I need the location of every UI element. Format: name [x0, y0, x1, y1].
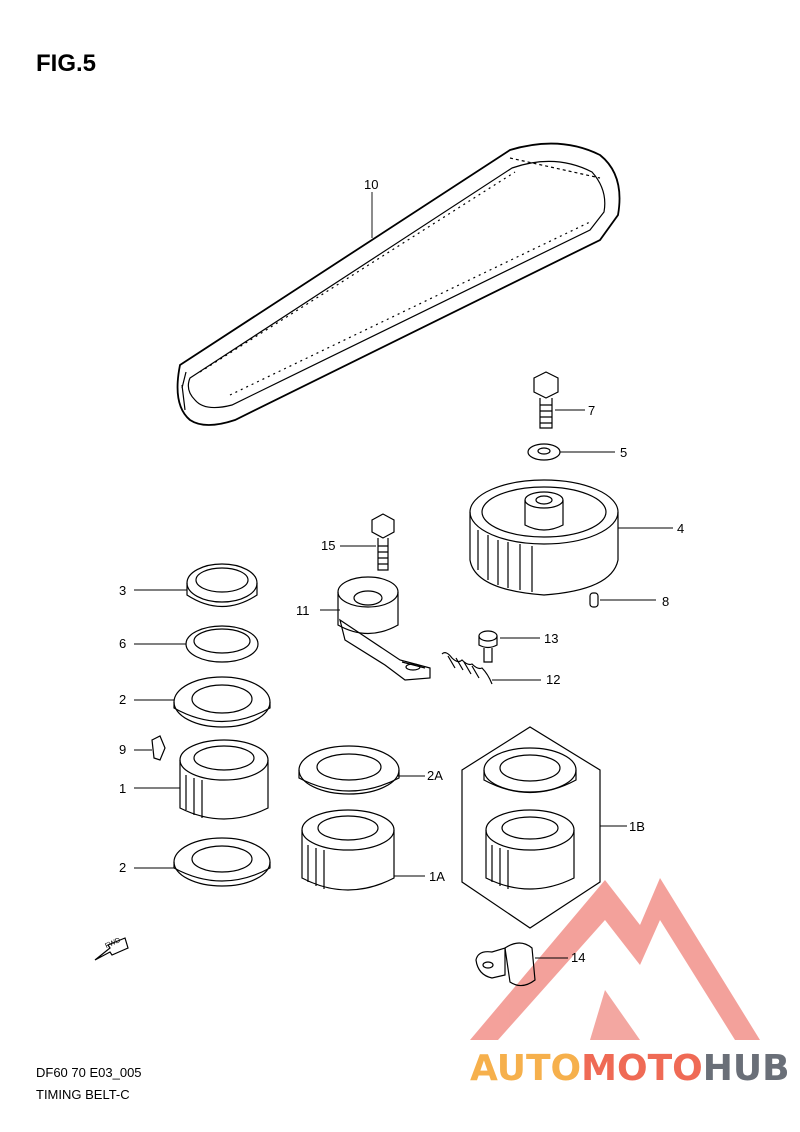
timing-belt-drawing	[176, 142, 621, 426]
part-label: 1A	[429, 869, 445, 884]
part-label: 13	[544, 631, 559, 646]
part-label: 1	[119, 781, 127, 796]
leader-lines	[134, 192, 673, 959]
key-9-drawing	[151, 735, 166, 761]
bolt-15-drawing	[371, 513, 395, 571]
clamp-14-drawing	[475, 942, 536, 987]
sprocket-1a-drawing	[301, 809, 395, 891]
plate-2-lower-drawing	[173, 837, 271, 887]
washer-5-drawing	[527, 443, 561, 461]
part-label: 2	[119, 860, 127, 875]
tensioner-11-drawing	[337, 576, 431, 681]
part-label: 15	[321, 538, 336, 553]
sprocket-assembly-1b-drawing	[461, 726, 601, 929]
diagram-name: TIMING BELT-C	[36, 1087, 130, 1102]
bolt-7-drawing	[533, 371, 559, 429]
part-label: 4	[677, 521, 685, 536]
watermark-text: AUTOMOTOHUB	[470, 1048, 790, 1089]
washer-6-drawing	[185, 625, 259, 663]
part-label: 14	[571, 950, 586, 965]
watermark-logo-icon	[470, 878, 760, 1040]
pin-8-drawing	[589, 592, 599, 608]
watermark-part-auto: AUTO	[470, 1048, 582, 1089]
part-label: 7	[588, 403, 596, 418]
sprocket-1-drawing	[179, 739, 269, 820]
part-label: 10	[364, 177, 379, 192]
part-label: 1B	[629, 819, 645, 834]
plate-2-upper-drawing	[173, 676, 271, 728]
spring-12-drawing	[441, 652, 493, 685]
part-label: 8	[662, 594, 670, 609]
part-label: 12	[546, 672, 561, 687]
part-label: 2	[119, 692, 127, 707]
part-label: 9	[119, 742, 127, 757]
watermark-part-moto: MOTO	[581, 1048, 703, 1089]
diagram-code: DF60 70 E03_005	[36, 1065, 142, 1080]
part-label: 11	[296, 603, 310, 618]
pulley-4-drawing	[469, 479, 619, 596]
watermark-part-hub: HUB	[702, 1048, 790, 1089]
plate-2a-drawing	[298, 745, 400, 795]
part-label: 6	[119, 636, 127, 651]
bolt-13-drawing	[478, 630, 498, 663]
part-label: 2A	[427, 768, 443, 783]
part-label: 3	[119, 583, 127, 598]
part-label: 5	[620, 445, 628, 460]
fwd-arrow-icon	[94, 937, 129, 961]
figure-title: FIG.5	[36, 50, 97, 77]
seal-3-drawing	[186, 563, 258, 607]
